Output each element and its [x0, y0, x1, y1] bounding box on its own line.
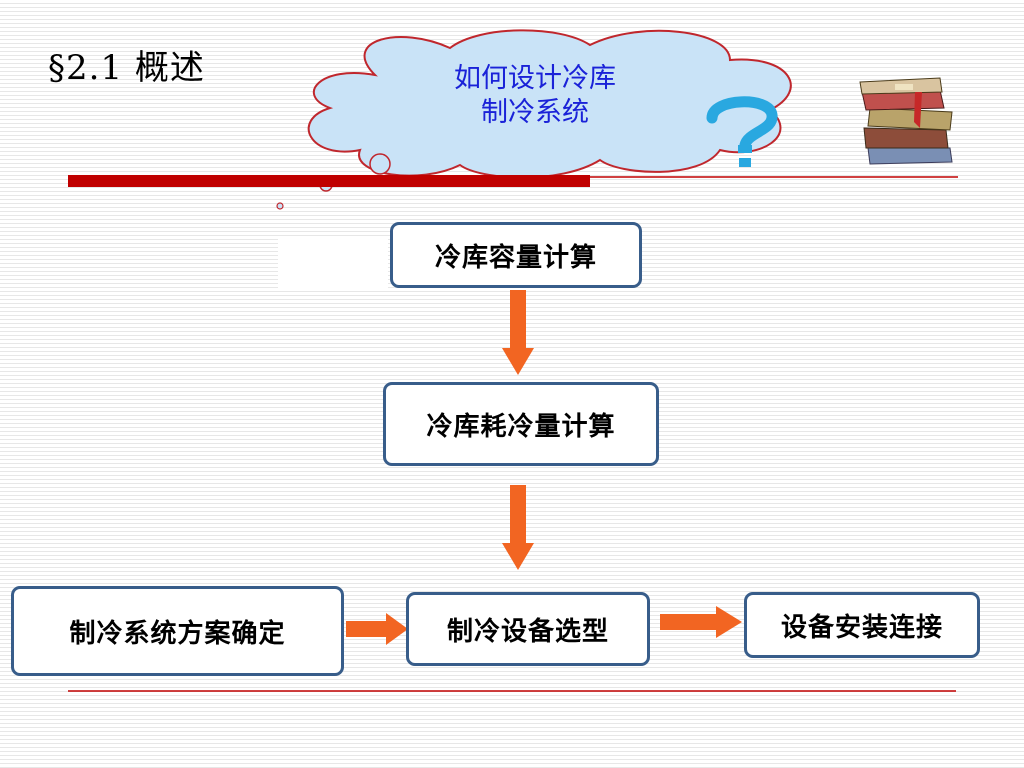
flow-arrow-right-1 — [346, 613, 408, 645]
blank-area — [278, 238, 388, 288]
book-stack-icon — [859, 77, 953, 165]
header-divider-thick — [68, 175, 590, 187]
cloud-bubble-large — [369, 153, 391, 175]
flow-step-equipment-selection: 制冷设备选型 — [406, 592, 650, 666]
flow-arrow-down-1 — [502, 290, 534, 375]
cloud-bubble-small — [276, 202, 284, 210]
flow-step-cooling-load-calc: 冷库耗冷量计算 — [383, 382, 659, 466]
flow-step-installation: 设备安装连接 — [744, 592, 980, 658]
flow-arrow-down-2 — [502, 485, 534, 570]
cloud-shape — [307, 29, 792, 179]
callout-text: 如何设计冷库制冷系统 — [454, 63, 616, 128]
question-mark-icon — [706, 96, 778, 167]
flow-step-system-scheme: 制冷系统方案确定 — [11, 586, 344, 676]
flow-step-capacity-calc: 冷库容量计算 — [390, 222, 642, 288]
slide-title: §2.1 概述 — [48, 48, 205, 88]
flow-arrow-right-2 — [660, 606, 742, 638]
